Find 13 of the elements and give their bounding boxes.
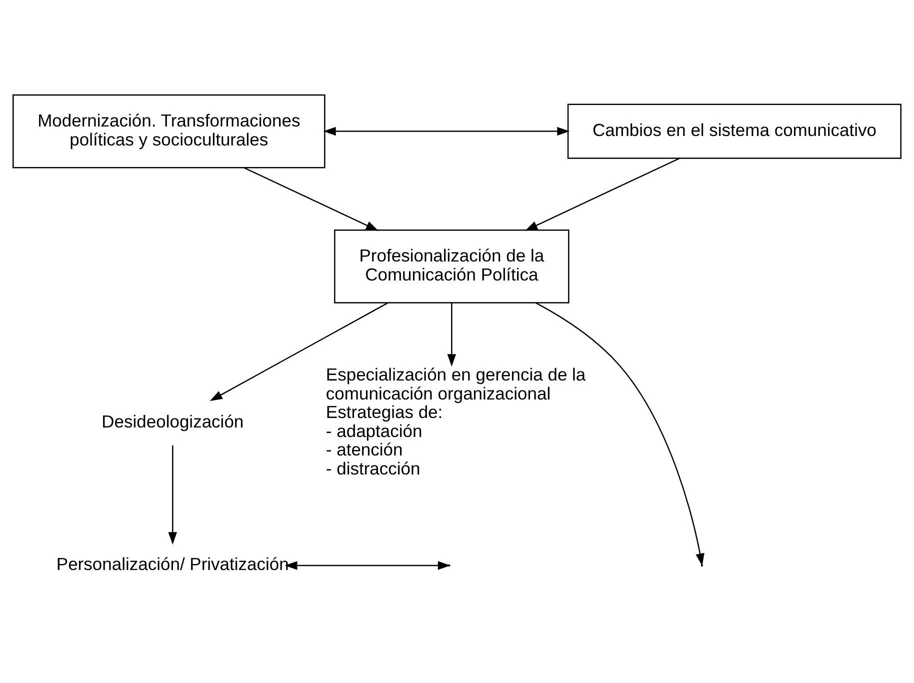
node-box: Profesionalización de la Comunicación Política — [334, 230, 570, 304]
arrow — [447, 302, 456, 367]
node-box: Cambios en el sistema comunicativo — [567, 104, 902, 159]
arrow — [210, 302, 388, 402]
arrow — [244, 167, 378, 231]
node-text: Personalización/ Privatización — [56, 554, 289, 574]
arrow — [323, 126, 570, 136]
node-box: Modernización. Transformaciones políticas y socioculturales — [12, 94, 326, 168]
arrow — [535, 302, 704, 566]
node-text: Especialización en gerencia de la comunicación organizacional Estrategias de: - adaptación - atención - distracción — [326, 364, 586, 478]
arrow — [168, 445, 178, 545]
node-text: Desideologización — [102, 411, 244, 432]
arrow — [525, 158, 680, 231]
